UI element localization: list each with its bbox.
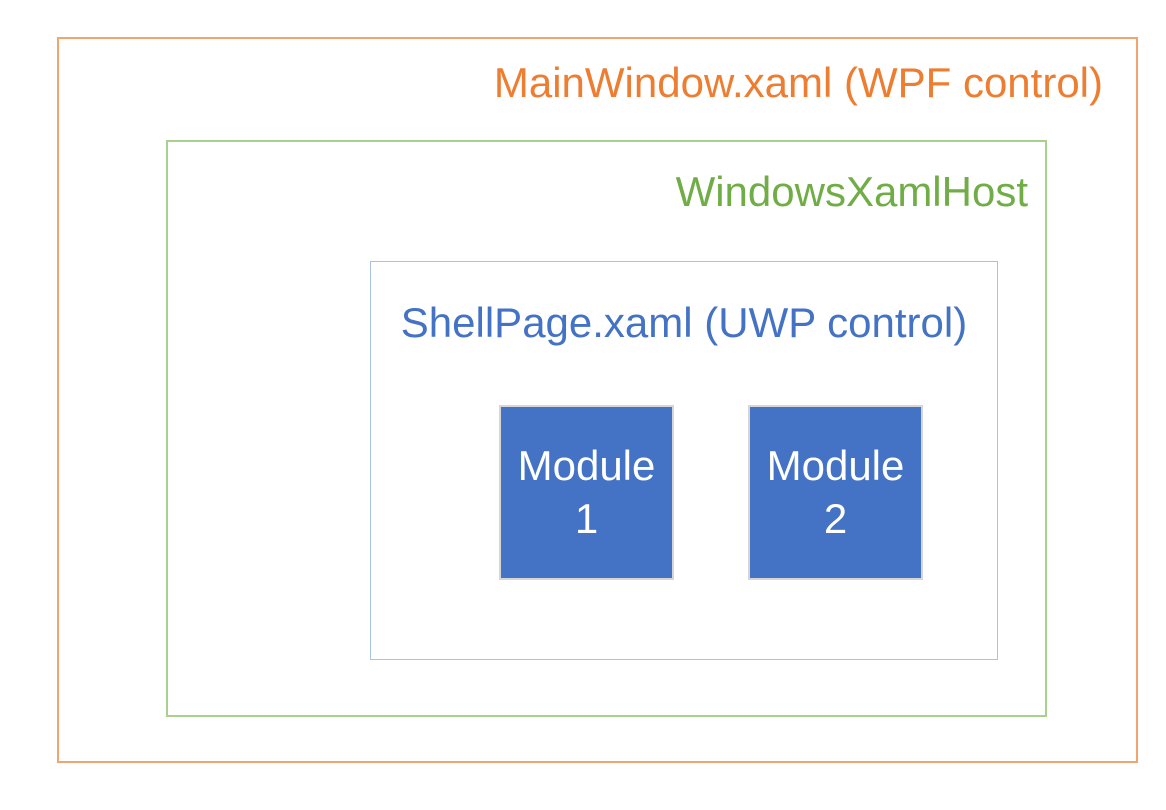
module-1-number: 1 [574, 494, 599, 542]
module-1-name: Module [517, 441, 656, 489]
module-2-name: Module [766, 441, 905, 489]
windowsxamlhost-box: WindowsXamlHost ShellPage.xaml (UWP cont… [166, 140, 1047, 717]
module-2-number: 2 [823, 494, 848, 542]
mainwindow-label: MainWindow.xaml (WPF control) [493, 59, 1103, 106]
shellpage-uwp-box: ShellPage.xaml (UWP control) Module 1 Mo… [370, 261, 998, 660]
mainwindow-wpf-box: MainWindow.xaml (WPF control) WindowsXam… [57, 37, 1138, 763]
module-2-box: Module 2 [748, 405, 923, 580]
shellpage-label: ShellPage.xaml (UWP control) [400, 299, 968, 346]
windowsxamlhost-label: WindowsXamlHost [675, 168, 1028, 215]
module-1-box: Module 1 [499, 405, 674, 580]
